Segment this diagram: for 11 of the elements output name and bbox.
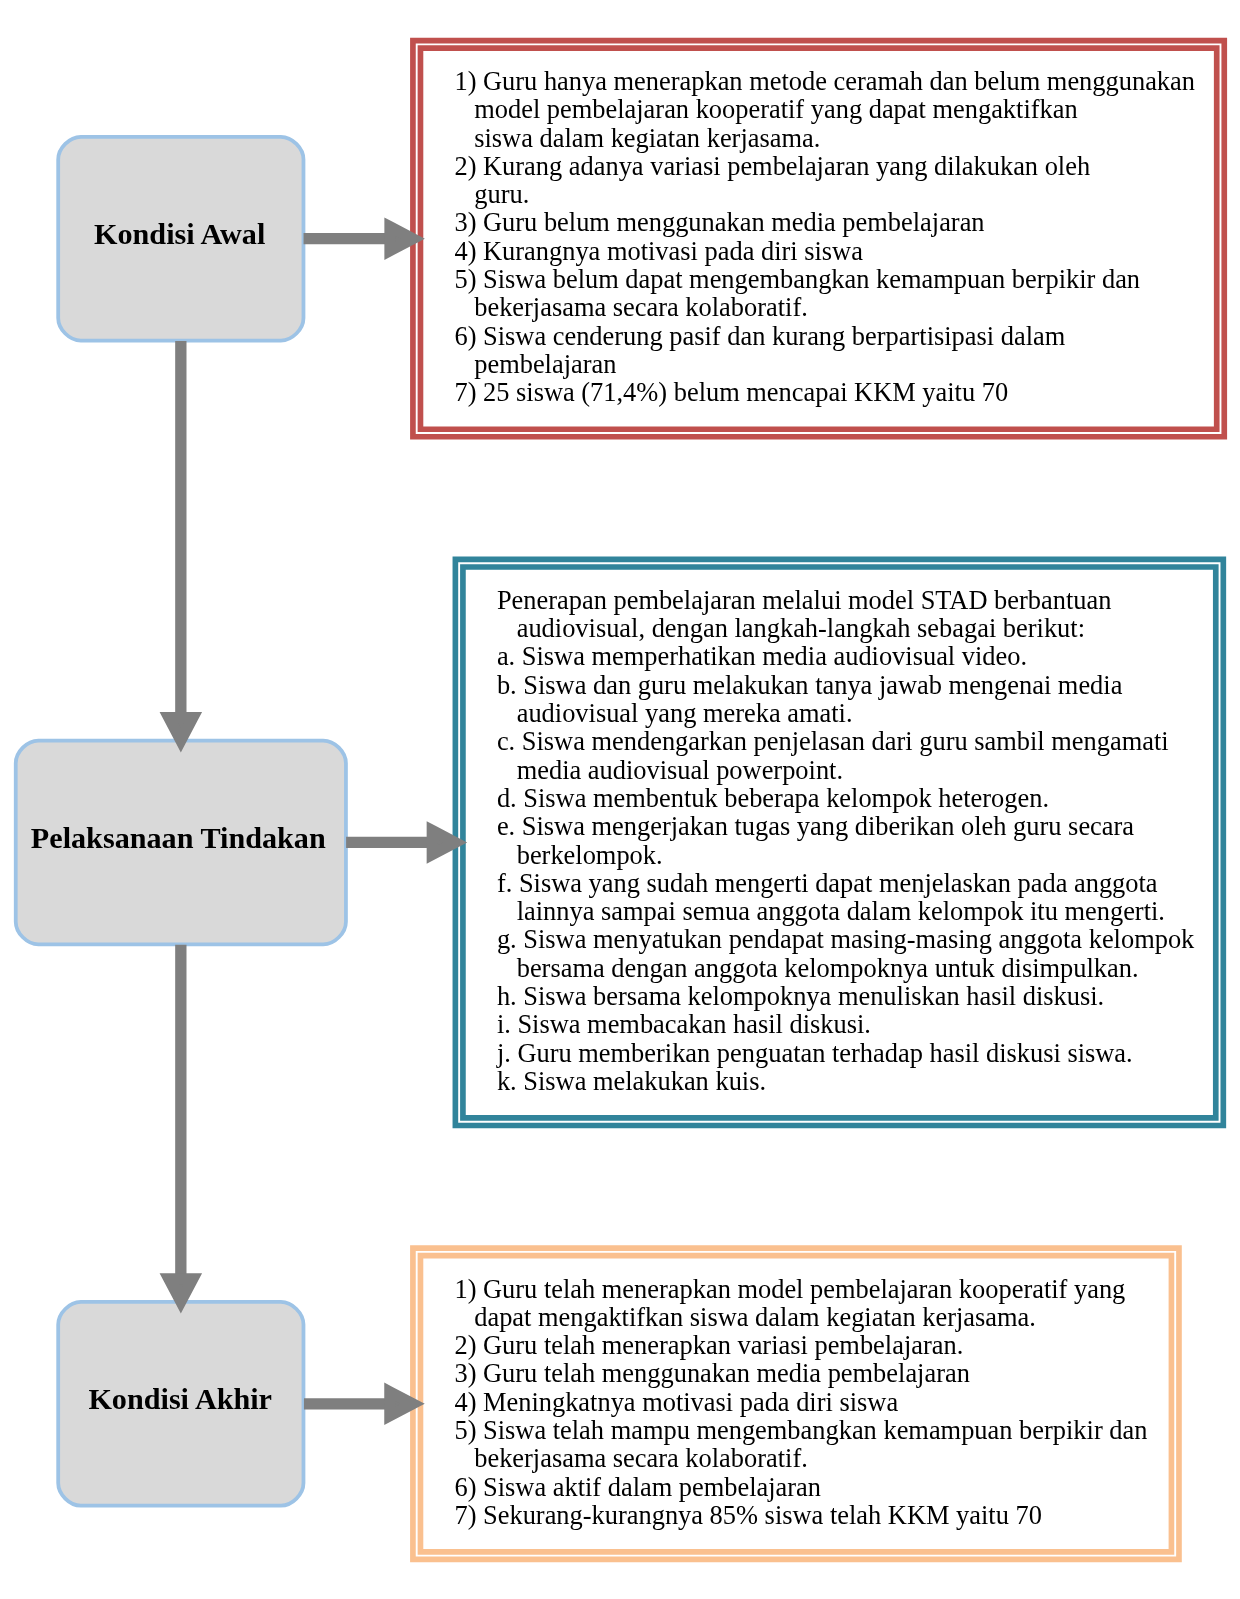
node-box: Kondisi Awal [56, 134, 306, 342]
arrow [159, 340, 203, 752]
arrow [346, 820, 468, 864]
node-box: Kondisi Akhir [56, 1299, 306, 1508]
node-box: Penerapan pembelajaran melalui model STAD berbantuan audiovisual, dengan langkah-langkah sebagai berikut: a. Siswa memperhatikan media audiovisual video. b. Siswa dan guru melakukan tanya jawab mengenai media audiovisual yang mereka amati. c. Siswa mendengarkan penjelasan dari guru sambil mengamati media audiovisual powerpoint. d. Siswa membentuk beberapa kelompok heterogen. e. Siswa mengerjakan tugas yang diberikan oleh guru secara berkelompok. f. Siswa yang sudah mengerti dapat menjelaskan pada anggota lainnya sampai semua anggota dalam kelompok itu mengerti. g. Siswa menyatukan pendapat masing-masing anggota kelompok bersama dengan anggota kelompoknya untuk disimpulkan. h. Siswa bersama kelompoknya menuliskan hasil diskusi. i. Siswa membacakan hasil diskusi. j. Guru memberikan penguatan terhadap hasil diskusi siswa. k. Siswa melakukan kuis. [452, 556, 1227, 1128]
node-box: Pelaksanaan Tindakan [13, 738, 348, 946]
node-box: 1) Guru telah menerapkan model pembelajaran kooperatif yang dapat mengaktifkan siswa dalam kegiatan kerjasama. 2) Guru telah menerapkan variasi pembelajaran. 3) Guru telah menggunakan media pembelajaran 4) Meningkatnya motivasi pada diri siswa 5) Siswa telah mampu mengembangkan kemampuan berpikir dan bekerjasama secara kolaboratif. 6) Siswa aktif dalam pembelajaran 7) Sekurang-kurangnya 85% siswa telah KKM yaitu 70 [410, 1244, 1182, 1562]
node-box: 1) Guru hanya menerapkan metode ceramah dan belum menggunakan model pembelajaran kooperatif yang dapat mengaktifkan siswa dalam kegiatan kerjasama. 2) Kurang adanya variasi pembelajaran yang dilakukan oleh guru. 3) Guru belum menggunakan media pembelajaran 4) Kurangnya motivasi pada diri siswa 5) Siswa belum dapat mengembangkan kemampuan berpikir dan bekerjasama secara kolaboratif. 6) Siswa cenderung pasif dan kurang berpartisipasi dalam pembelajaran 7) 25 siswa (71,4%) belum mencapai KKM yaitu 70 [410, 37, 1228, 440]
arrow [303, 1382, 425, 1425]
arrow [159, 944, 203, 1314]
arrow [303, 216, 425, 260]
